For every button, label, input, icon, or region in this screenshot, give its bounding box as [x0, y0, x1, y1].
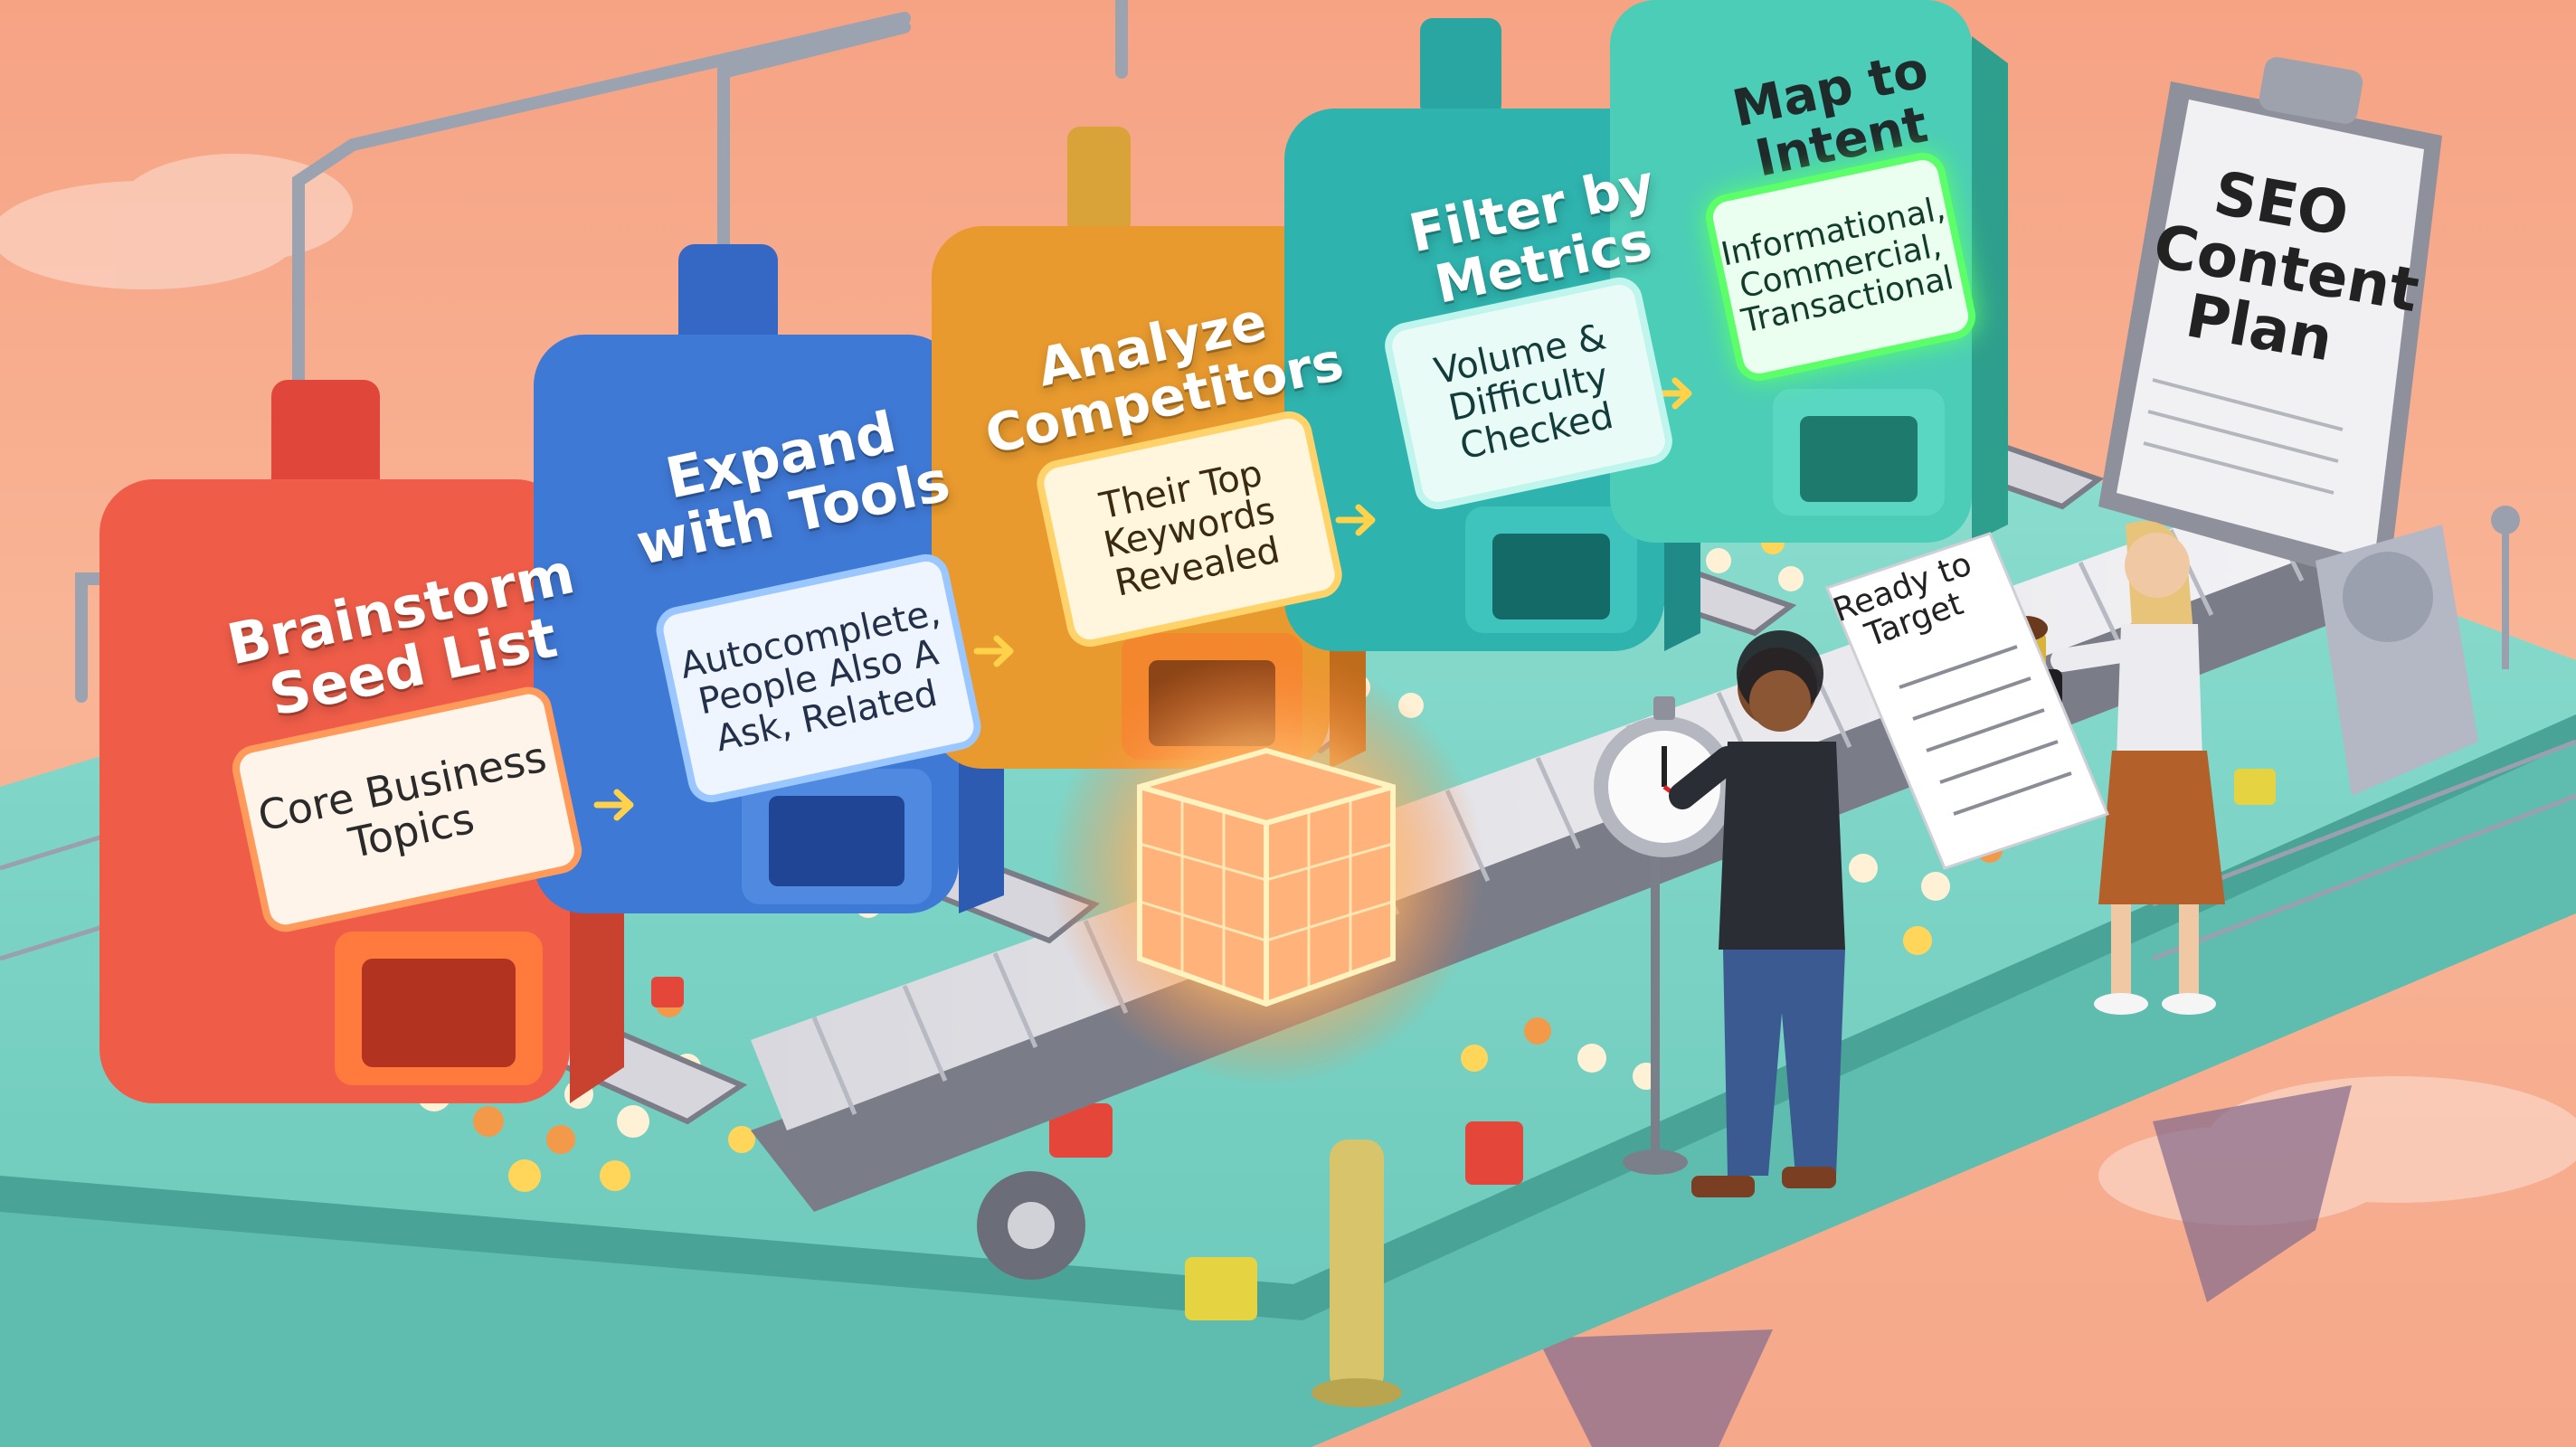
- keyword-cube: [1049, 651, 1483, 1085]
- clipboard-board: [2098, 57, 2442, 588]
- support-pipe: [1312, 1140, 1402, 1407]
- person-analyst: [1669, 630, 1845, 1197]
- arrow-right-icon: [593, 377, 1692, 821]
- pipes: [75, 0, 1128, 703]
- stopwatch-icon: [1594, 696, 1735, 1175]
- person-strategist: [2050, 521, 2225, 1015]
- stamp-press: [2316, 506, 2520, 796]
- ready-to-target-paper: [1824, 532, 2110, 870]
- clipboard-title: SEO Content Plan: [2148, 157, 2424, 375]
